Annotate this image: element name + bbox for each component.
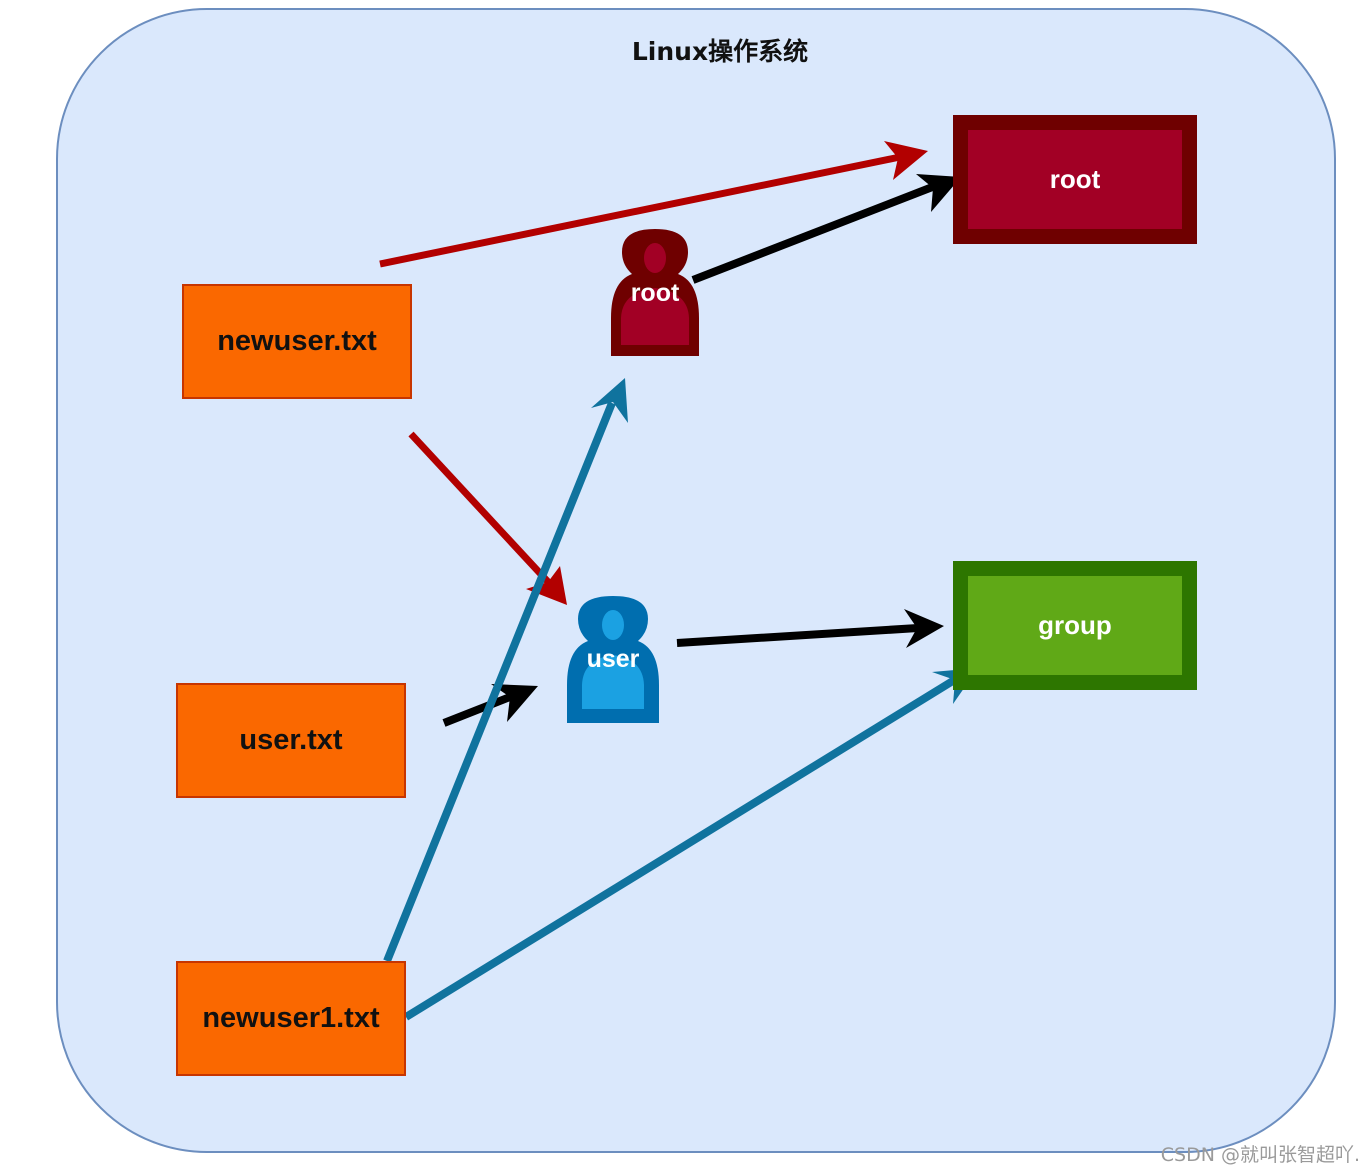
edge-newuser-to-user (408, 431, 567, 605)
edge-user-txt-to-user (442, 684, 538, 727)
group-group[interactable]: group (953, 561, 1197, 690)
watermark: CSDN @就叫张智超吖. (1160, 1144, 1360, 1166)
edge-user-to-group (676, 609, 944, 648)
diagram-title: Linux操作系统 (631, 37, 809, 66)
edge-root-user-to-root-group (691, 174, 961, 284)
user-user-icon[interactable] (567, 596, 659, 723)
root-user-label: root (630, 279, 680, 307)
file-newuser-txt[interactable]: newuser.txt (182, 284, 412, 399)
file-user-txt[interactable]: user.txt (176, 683, 406, 798)
edge-newuser-to-root-group (379, 141, 928, 268)
edge-newuser1-to-root-user (383, 378, 628, 963)
user-user-label: user (586, 645, 640, 673)
root-user-icon[interactable] (611, 229, 699, 356)
group-root[interactable]: root (953, 115, 1197, 244)
file-newuser1-txt[interactable]: newuser1.txt (176, 961, 406, 1076)
